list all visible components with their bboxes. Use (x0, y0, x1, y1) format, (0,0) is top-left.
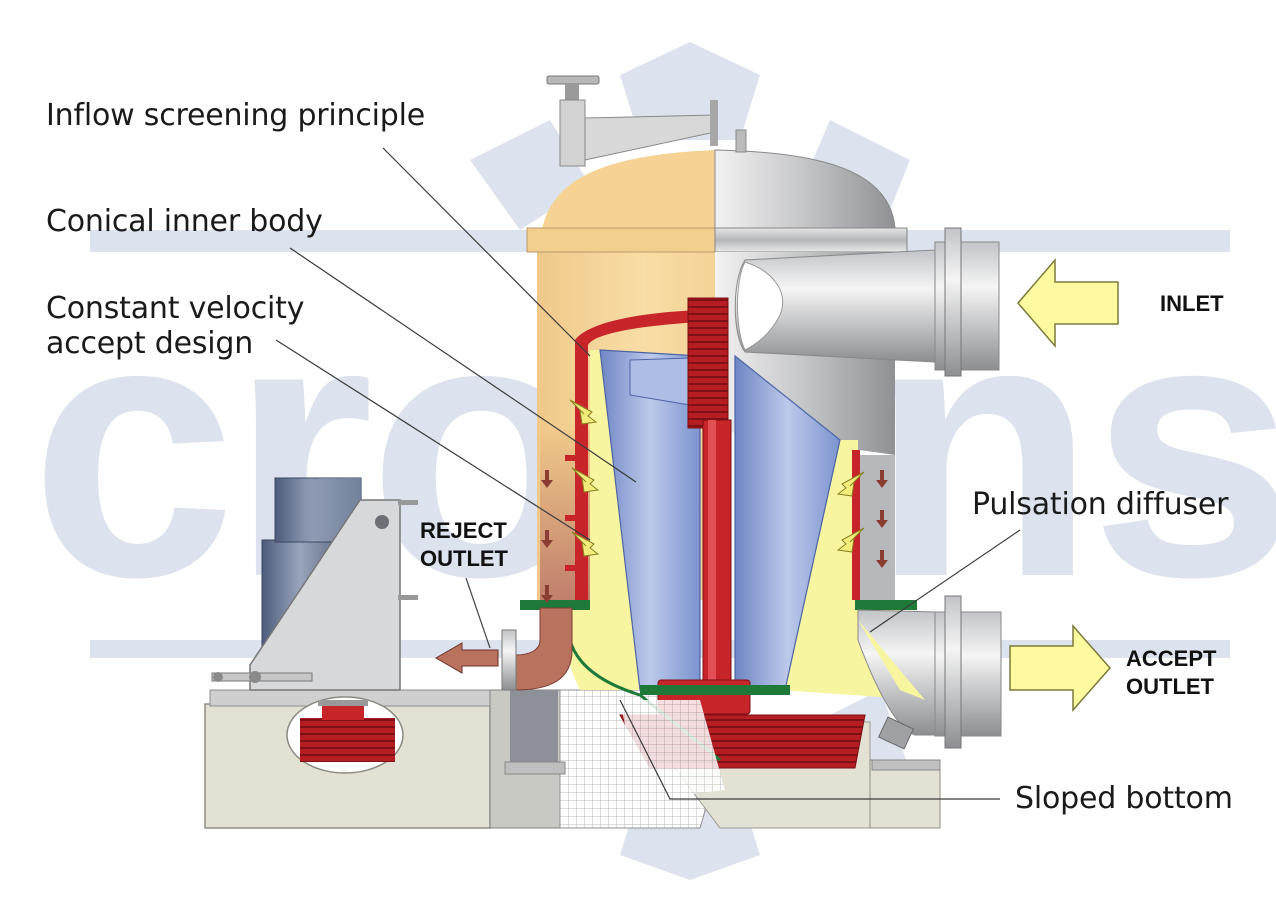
reject-outlet-pipe (501, 607, 573, 691)
drive-motor (211, 477, 418, 691)
label-reject-line2: OUTLET (420, 545, 508, 571)
label-pulsation-diffuser: Pulsation diffuser (972, 487, 1229, 522)
lid-lift-bracket (546, 75, 747, 167)
accept-outlet-pipe (857, 595, 1002, 750)
leader-constant (275, 339, 591, 541)
label-reject-outlet: REJECT OUTLET (420, 517, 508, 572)
label-inlet: INLET (1160, 291, 1224, 316)
label-constant-line1: Constant velocity (46, 291, 305, 326)
accept-outlet-arrow-icon (1009, 624, 1111, 712)
flow-arrows (541, 399, 888, 603)
leader-inflow (382, 147, 591, 357)
leader-pulsation (869, 529, 1021, 633)
leader-sloped (619, 699, 1000, 800)
label-constant-velocity: Constant velocity accept design (46, 291, 304, 362)
label-sloped-bottom: Sloped bottom (1015, 781, 1233, 816)
label-accept-outlet: ACCEPT OUTLET (1126, 645, 1216, 700)
label-conical-inner-body: Conical inner body (46, 204, 323, 239)
inlet-arrow-icon (1017, 257, 1119, 349)
label-constant-line2: accept design (46, 326, 254, 362)
reject-outlet-arrow-icon (434, 642, 499, 674)
callout-leaders (275, 147, 1021, 800)
inlet-pipe (734, 227, 1000, 377)
label-accept-line1: ACCEPT (1126, 646, 1217, 671)
belt-drive-cutaway (286, 696, 404, 774)
leader-conical (289, 247, 637, 483)
label-accept-line2: OUTLET (1126, 673, 1214, 699)
label-reject-line1: REJECT (420, 518, 507, 543)
reject-label-leader (465, 577, 491, 649)
label-inflow-screening: Inflow screening principle (46, 98, 426, 133)
